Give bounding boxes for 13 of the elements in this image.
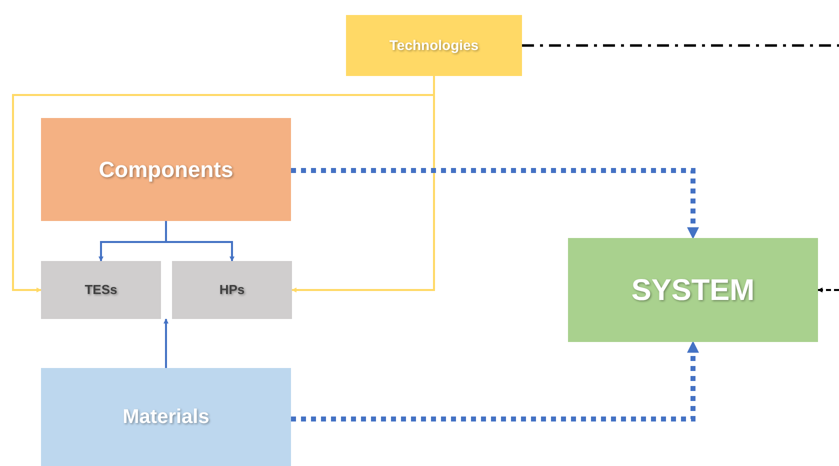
technologies-box: Technologies <box>346 15 522 76</box>
arrow <box>165 221 234 262</box>
components-box: Components <box>41 118 291 221</box>
dashed-arrow <box>291 168 699 240</box>
arrow <box>164 318 168 368</box>
dashed-arrow <box>291 340 699 422</box>
system-box: SYSTEM <box>568 238 818 342</box>
materials-box: Materials <box>41 368 291 466</box>
arrow <box>292 76 435 292</box>
dash-dot-line <box>522 44 839 47</box>
dashed-arrow <box>818 288 839 292</box>
hp-box: HPs <box>172 261 292 319</box>
tes-box: TESs <box>41 261 161 319</box>
